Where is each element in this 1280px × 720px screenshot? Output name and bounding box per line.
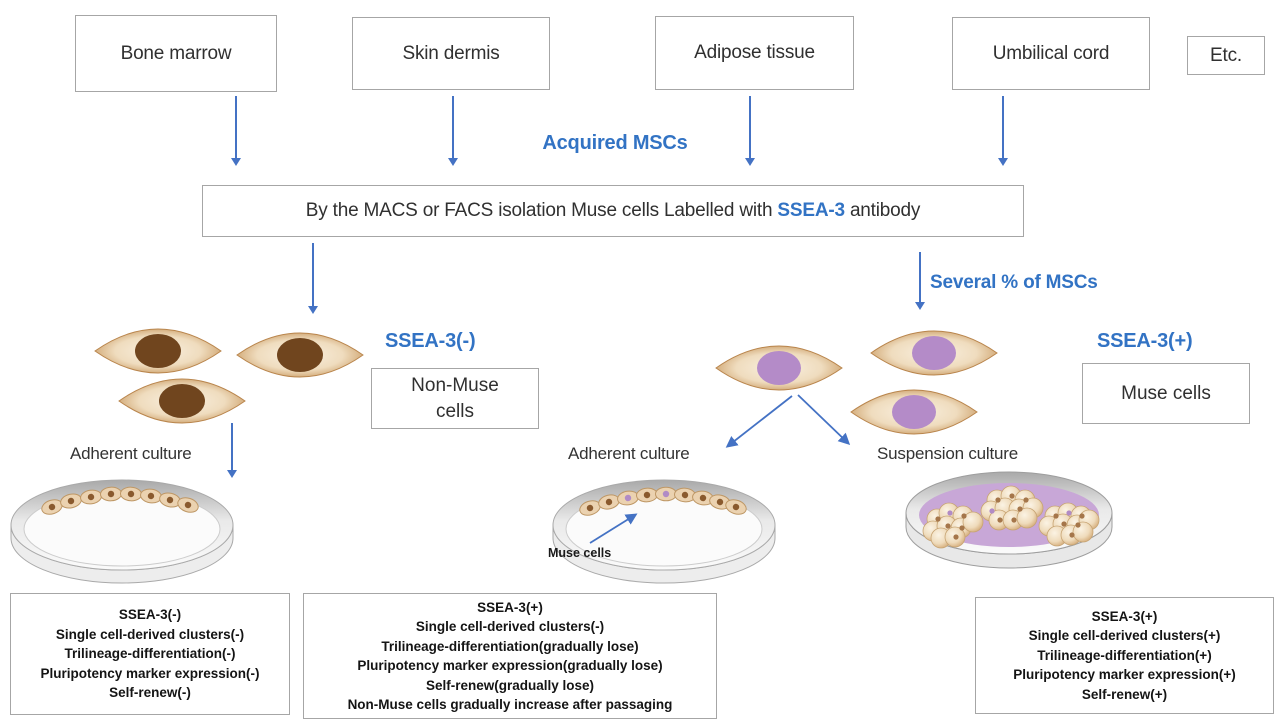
summary-line: Pluripotency marker expression(+): [1013, 667, 1236, 683]
summary-line: SSEA-3(+): [1091, 608, 1158, 624]
spindle-cell-icon: [715, 345, 843, 391]
non-muse-cells-box: Non-Muse cells: [371, 368, 539, 429]
arrow-down-icon: [235, 96, 237, 158]
arrow-down-icon: [749, 96, 751, 158]
summary-line: Single cell-derived clusters(+): [1028, 628, 1221, 644]
several-percent-label: Several % of MSCs: [930, 272, 1098, 293]
summary-line: SSEA-3(+): [477, 599, 543, 615]
spindle-cell-icon: [118, 378, 246, 424]
petri-dish-suspension-icon: [905, 471, 1113, 569]
muse-cells-note: Muse cells: [548, 546, 612, 560]
summary-line: Self-renew(gradually lose): [425, 677, 595, 693]
source-label: Skin dermis: [402, 42, 500, 64]
summary-line: Single cell-derived clusters(-): [415, 619, 605, 634]
source-label: Adipose tissue: [694, 42, 815, 63]
arrow-down-icon: [231, 423, 233, 470]
summary-box-adherent-mixed: SSEA-3(+) Single cell-derived clusters(-…: [303, 593, 717, 719]
non-muse-line2: cells: [435, 400, 474, 422]
summary-line: Pluripotency marker expression(-): [40, 665, 260, 681]
adherent-culture-label-middle: Adherent culture: [568, 444, 690, 463]
source-box-umbilical-cord: Umbilical cord: [952, 17, 1150, 90]
source-box-bone-marrow: Bone marrow: [75, 15, 277, 92]
summary-line: Trilineage-differentiation(gradually los…: [381, 638, 639, 654]
source-box-skin-dermis: Skin dermis: [352, 17, 550, 90]
spindle-cell-icon: [236, 332, 364, 378]
ssea3-positive-label: SSEA-3(+): [1097, 330, 1193, 352]
arrow-down-icon: [919, 252, 921, 302]
summary-line: Single cell-derived clusters(-): [55, 626, 245, 642]
petri-dish-adherent-left-icon: [10, 479, 234, 584]
acquired-mscs-label: Acquired MSCs: [542, 132, 688, 154]
isolation-box: By the MACS or FACS isolation Muse cells…: [202, 185, 1024, 237]
summary-line: SSEA-3(-): [118, 607, 182, 623]
arrow-down-icon: [452, 96, 454, 158]
muse-cells-label: Muse cells: [1121, 382, 1211, 404]
suspension-culture-label: Suspension culture: [877, 444, 1018, 463]
isolation-ssea3-highlight: SSEA-3: [777, 200, 845, 221]
petri-dish-adherent-middle-icon: [552, 479, 776, 584]
summary-line: Trilineage-differentiation(+): [1037, 647, 1212, 663]
arrow-down-left-icon: [725, 395, 793, 448]
source-label: Bone marrow: [120, 42, 232, 64]
source-box-etc: Etc.: [1187, 36, 1265, 75]
isolation-text-pre: By the MACS or FACS isolation Muse cells…: [305, 200, 778, 221]
source-label: Etc.: [1210, 44, 1242, 66]
source-box-adipose-tissue: Adipose tissue: [655, 16, 854, 90]
summary-line: Self-renew(-): [109, 685, 191, 701]
muse-cells-pointer-arrow-icon: [589, 513, 638, 544]
summary-line: Pluripotency marker expression(gradually…: [357, 658, 663, 673]
arrow-down-right-icon: [797, 394, 851, 446]
summary-box-non-muse: SSEA-3(-) Single cell-derived clusters(-…: [10, 593, 290, 715]
summary-line: Self-renew(+): [1081, 686, 1168, 702]
summary-box-muse: SSEA-3(+) Single cell-derived clusters(+…: [975, 597, 1274, 714]
spindle-cell-icon: [850, 389, 978, 435]
muse-cells-box: Muse cells: [1082, 363, 1250, 424]
spindle-cell-icon: [94, 328, 222, 374]
arrow-down-icon: [312, 243, 314, 306]
source-label: Umbilical cord: [992, 42, 1110, 64]
arrow-down-icon: [1002, 96, 1004, 158]
adherent-culture-label-left: Adherent culture: [70, 444, 192, 463]
non-muse-line1: Non-Muse: [411, 374, 499, 396]
ssea3-negative-label: SSEA-3(-): [385, 330, 476, 352]
isolation-text-post: antibody: [844, 200, 921, 221]
summary-line: Non-Muse cells gradually increase after …: [347, 697, 673, 712]
spindle-cell-icon: [870, 330, 998, 376]
summary-line: Trilineage-differentiation(-): [64, 646, 236, 662]
